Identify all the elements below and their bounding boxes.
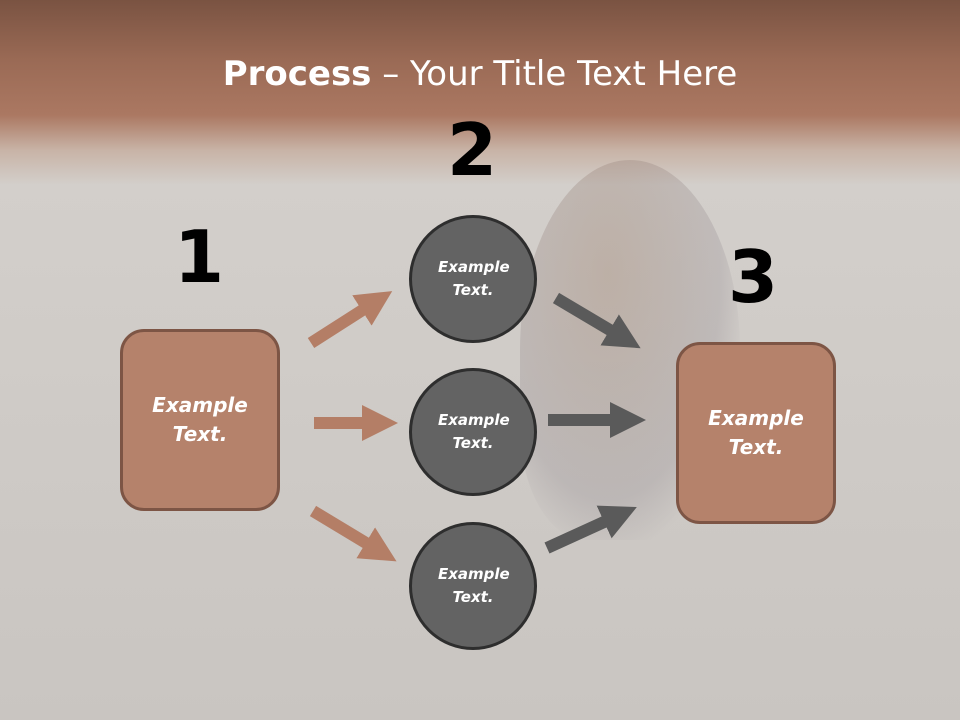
step-1-box: Example Text.: [120, 329, 280, 511]
slide-title: Process – Your Title Text Here: [222, 54, 738, 94]
arrow-right-up-icon: [307, 291, 393, 349]
arrow-right-down-icon: [552, 292, 641, 349]
step-number-2: 2: [446, 108, 498, 192]
arrow-right-up-icon: [544, 505, 637, 554]
step-number-3: 3: [727, 235, 779, 319]
step-3-box: Example Text.: [676, 342, 836, 524]
step-2-circle-1: Example Text.: [409, 215, 537, 343]
step-2-circle-3: Example Text.: [409, 522, 537, 650]
step-2-circle-2: Example Text.: [409, 368, 537, 496]
arrow-right-down-icon: [309, 505, 397, 562]
step-number-1: 1: [173, 215, 225, 299]
